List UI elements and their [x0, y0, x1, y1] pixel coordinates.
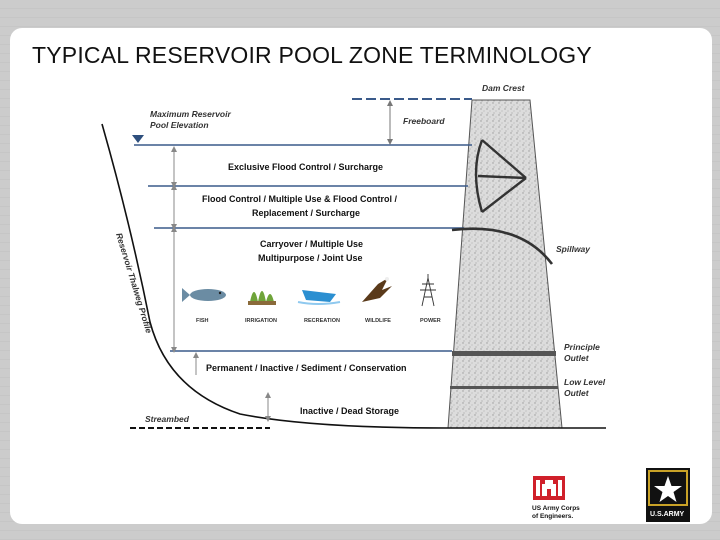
use-fish: FISH	[196, 318, 209, 324]
irrigation-icon	[248, 291, 276, 305]
max-pool-label-1: Maximum Reservoir	[150, 109, 231, 119]
dam-crest-label: Dam Crest	[482, 83, 526, 93]
zone-inactive: Inactive / Dead Storage	[300, 406, 399, 416]
principle-outlet-label-2: Outlet	[564, 353, 590, 363]
usace-text-2: of Engineers.	[532, 513, 573, 520]
wildlife-icon	[362, 277, 392, 302]
streambed-label: Streambed	[145, 414, 190, 424]
use-recreation: RECREATION	[304, 318, 340, 324]
freeboard-label: Freeboard	[403, 116, 445, 126]
zone-carryover-1: Carryover / Multiple Use	[260, 239, 363, 249]
recreation-icon	[297, 290, 341, 305]
army-text: U.S.ARMY	[650, 511, 685, 518]
usace-text-1: US Army Corps	[532, 505, 580, 512]
pool-elevation-marker-icon	[132, 135, 144, 143]
zone-flood-multi-1: Flood Control / Multiple Use & Flood Con…	[202, 194, 397, 204]
power-icon	[420, 274, 436, 307]
spillway-label: Spillway	[556, 244, 591, 254]
use-irrigation: IRRIGATION	[245, 318, 277, 324]
use-power: POWER	[420, 318, 441, 324]
tainter-gate-icon	[474, 139, 527, 213]
low-level-outlet-label-1: Low Level	[564, 377, 606, 387]
us-army-logo: U.S.ARMY	[646, 468, 690, 522]
low-level-outlet-bar	[450, 386, 558, 389]
max-pool-label-2: Pool Elevation	[150, 120, 209, 130]
principle-outlet-label-1: Principle	[564, 342, 600, 352]
dam-body	[447, 99, 563, 429]
reservoir-diagram: Dam Crest Maximum Reservoir Pool Elevati…	[90, 72, 636, 440]
usace-logo: US Army Corps of Engineers.	[530, 474, 600, 522]
thalweg-profile	[101, 123, 449, 429]
low-level-outlet-label-2: Outlet	[564, 388, 590, 398]
zone-flood-multi-2: Replacement / Surcharge	[252, 208, 360, 218]
zone-exclusive-flood: Exclusive Flood Control / Surcharge	[228, 162, 383, 172]
use-wildlife: WILDLIFE	[365, 318, 391, 324]
slide-title: TYPICAL RESERVOIR POOL ZONE TERMINOLOGY	[32, 42, 592, 68]
spillway-curve	[451, 227, 554, 265]
zone-permanent: Permanent / Inactive / Sediment / Conser…	[206, 363, 407, 373]
principle-outlet-bar	[452, 351, 556, 356]
fish-icon	[182, 288, 226, 302]
zone-carryover-2: Multipurpose / Joint Use	[258, 253, 363, 263]
